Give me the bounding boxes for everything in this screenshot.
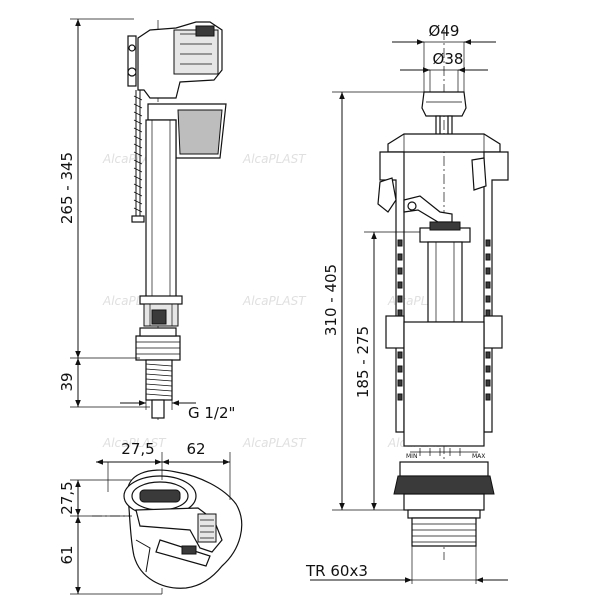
flush-valve-dimensions: Ø49 Ø38 310 - 405 185 - 275 TR 60x3 [305, 22, 508, 584]
dim-thread-size: TR 60x3 [305, 562, 368, 580]
fill-valve-top-view [92, 469, 243, 594]
dim-top-width-a: 27,5 [121, 440, 154, 458]
watermark-logo: AlcaPLAST [242, 294, 307, 308]
dim-top-depth-c: 27,5 [58, 481, 76, 514]
dim-top-depth-d: 61 [58, 545, 76, 564]
dim-inner-diameter: Ø38 [433, 50, 464, 68]
watermark-logo: AlcaPLAST [242, 152, 307, 166]
height-adjust-ladder [397, 239, 491, 401]
dim-fill-height: 265 - 345 [58, 152, 76, 224]
watermark-logo: AlcaPLAST [242, 436, 307, 450]
fill-valve-side-view [127, 20, 227, 420]
fill-valve-top-dimensions: 27,5 62 27,5 61 [58, 440, 231, 595]
dim-thread-length: 39 [58, 372, 76, 391]
dim-connection: G 1/2" [188, 404, 235, 422]
fill-valve-dimensions: 265 - 345 39 G 1/2" [58, 18, 235, 422]
flush-valve-side-view: MIN MAX [377, 30, 509, 560]
dim-overflow-height: 185 - 275 [354, 326, 372, 398]
scale-max-label: MAX [472, 453, 485, 460]
adjuster-spring [131, 90, 145, 223]
watermark-logo: AlcaPLAST [102, 436, 167, 450]
dim-total-height: 310 - 405 [322, 264, 340, 336]
dim-outer-diameter: Ø49 [429, 22, 460, 40]
scale-min-label: MIN [406, 453, 417, 460]
dim-top-width-b: 62 [186, 440, 205, 458]
